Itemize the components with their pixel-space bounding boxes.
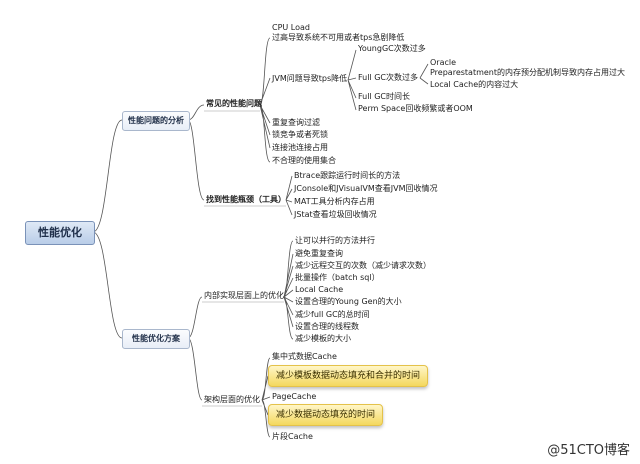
node-internal-item-4[interactable]: Local Cache (295, 285, 344, 294)
node-jvm[interactable]: JVM问题导致tps降低 (272, 74, 348, 83)
link-common-children (259, 37, 271, 163)
node-tool-1[interactable]: JConsole和JVisualVM查看JVM回收情况 (294, 184, 438, 193)
node-full-gc-time[interactable]: Full GC时间长 (358, 92, 411, 101)
node-cpu-note[interactable]: 过高导致系统不可用或者tps急剧降低 (272, 33, 405, 42)
node-highlight-data[interactable]: 减少数据动态填充的时间 (268, 404, 384, 426)
node-arch-opt[interactable]: 架构层面的优化 (204, 395, 260, 404)
link-b2-arch (187, 337, 203, 401)
link-fullgc-children (419, 63, 429, 85)
node-internal-item-0[interactable]: 让可以并行的方法并行 (295, 236, 375, 245)
node-pagecache[interactable]: PageCache (272, 392, 317, 401)
node-find-bottleneck[interactable]: 找到性能瓶颈（工具） (206, 195, 286, 204)
link-b2-internal (187, 296, 203, 339)
node-internal-item-2[interactable]: 减少远程交互的次数（减少请求次数） (295, 261, 431, 270)
node-full-gc[interactable]: Full GC次数过多 (358, 73, 419, 82)
node-common-problems[interactable]: 常见的性能问题 (206, 99, 262, 108)
node-internal-item-3[interactable]: 批量操作（batch sql） (295, 273, 380, 282)
node-young-gc[interactable]: YoungGC次数过多 (358, 44, 426, 53)
node-oracle-note[interactable]: Preparestatment的内存预分配机制导致内存占用过大 (430, 68, 625, 77)
node-oracle[interactable]: Oracle (430, 58, 457, 67)
link-b1-tools (187, 119, 205, 201)
branch-analysis[interactable]: 性能问题的分析 (122, 111, 190, 131)
node-common-item-3[interactable]: 不合理的使用集合 (272, 156, 336, 165)
node-common-item-0[interactable]: 重复查询过滤 (272, 118, 320, 127)
node-common-item-1[interactable]: 锁竞争或者死锁 (272, 130, 328, 139)
node-internal-item-6[interactable]: 减少full GC的总时间 (295, 310, 370, 319)
node-tool-3[interactable]: JStat查看垃圾回收情况 (294, 210, 377, 219)
node-cpu-load[interactable]: CPU Load (272, 23, 310, 32)
node-local-cache-size[interactable]: Local Cache的内容过大 (430, 80, 519, 89)
link-tools-children (285, 175, 293, 216)
branch-solutions[interactable]: 性能优化方案 (122, 329, 190, 349)
node-internal-item-1[interactable]: 避免重复查询 (295, 249, 343, 258)
node-highlight-template[interactable]: 减少模板数据动态填充和合并的时间 (268, 365, 429, 387)
node-fragment-cache[interactable]: 片段Cache (272, 432, 313, 441)
link-internal-children (283, 240, 294, 340)
node-internal-item-5[interactable]: 设置合理的Young Gen的大小 (295, 297, 402, 306)
root-node[interactable]: 性能优化 (25, 221, 95, 245)
node-centralized-cache[interactable]: 集中式数据Cache (272, 352, 337, 361)
node-internal-item-7[interactable]: 设置合理的线程数 (295, 322, 359, 331)
node-common-item-2[interactable]: 连接池连接占用 (272, 143, 328, 152)
link-root-b2 (92, 231, 123, 339)
link-jvm-children (347, 49, 357, 111)
node-perm-space[interactable]: Perm Space回收频繁或者OOM (358, 104, 473, 113)
watermark: @51CTO博客 (547, 443, 630, 458)
node-tool-2[interactable]: MAT工具分析内存占用 (294, 197, 375, 206)
node-internal-item-8[interactable]: 减少模板的大小 (295, 334, 351, 343)
node-tool-0[interactable]: Btrace跟踪运行时间长的方法 (294, 171, 401, 180)
link-root-b1 (92, 119, 123, 233)
link-arch-children (261, 357, 271, 438)
link-b1-common (187, 104, 205, 121)
node-internal-opt[interactable]: 内部实现层面上的优化 (204, 291, 284, 300)
